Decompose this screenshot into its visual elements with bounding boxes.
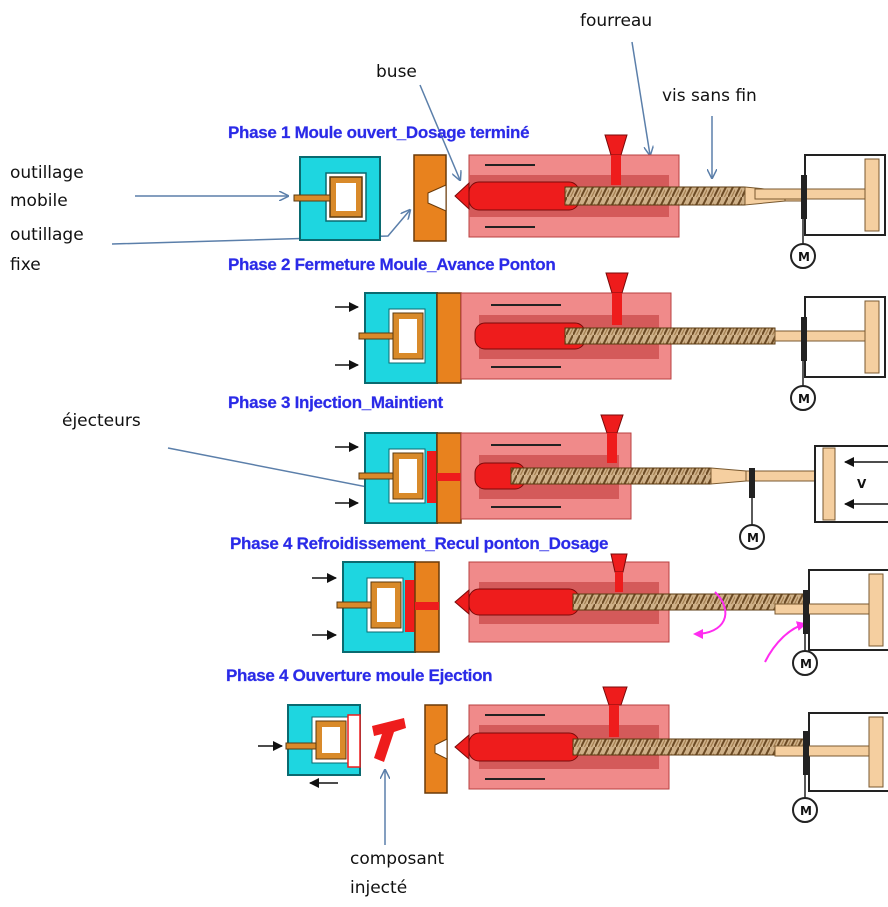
drive-unit: M (774, 296, 886, 411)
phase-3-title: Phase 3 Injection_Maintient (228, 393, 443, 412)
motor-icon (792, 797, 818, 823)
svg-text:M: M (798, 392, 810, 406)
phase-5-machine: M (258, 686, 888, 823)
barrel-unit (460, 414, 827, 520)
barrel-unit (454, 134, 806, 238)
fixed-plate (413, 154, 447, 242)
svg-text:M: M (800, 657, 812, 671)
label-buse: buse (376, 62, 417, 82)
label-vis-sans-fin: vis sans fin (662, 86, 757, 106)
phase-3-machine: M V (335, 414, 888, 550)
velocity-label: V (857, 477, 867, 491)
fixed-plate (424, 704, 448, 794)
rotation-arrow (764, 621, 807, 663)
fixed-plate (436, 432, 462, 524)
label-composant-1: composant (350, 849, 445, 869)
drive-unit: M (774, 712, 888, 823)
barrel-unit (460, 272, 776, 380)
label-outillage-mobile-2: mobile (10, 191, 68, 211)
phase-2-title: Phase 2 Fermeture Moule_Avance Ponton (228, 255, 555, 274)
phase-4-machine: M (312, 553, 888, 676)
label-outillage-mobile-1: outillage (10, 163, 84, 183)
phase-2-machine: M (335, 272, 886, 411)
fixed-plate (414, 561, 440, 653)
rotation-arrow (693, 591, 727, 639)
svg-text:M: M (747, 531, 759, 545)
moving-mold (358, 292, 438, 384)
phase-1-machine: M (293, 134, 886, 269)
svg-text:M: M (798, 250, 810, 264)
callout-line-buse (419, 84, 460, 180)
moving-mold (293, 156, 381, 241)
motor-icon (792, 650, 818, 676)
motor-icon (739, 524, 765, 550)
motor-icon (790, 243, 816, 269)
phase-5-title: Phase 4 Ouverture moule Ejection (226, 666, 492, 685)
moving-mold (285, 704, 361, 776)
label-ejecteurs: éjecteurs (62, 411, 141, 431)
svg-text:M: M (800, 804, 812, 818)
drive-unit: M (774, 569, 888, 676)
moving-mold (358, 432, 438, 524)
callout-line-outillage-fixe (111, 210, 410, 245)
callout-line-fourreau (631, 41, 650, 155)
label-fourreau: fourreau (580, 11, 652, 31)
label-outillage-fixe-1: outillage (10, 225, 84, 245)
ejected-part (372, 718, 406, 762)
label-outillage-fixe-2: fixe (10, 255, 41, 275)
drive-unit: M (754, 154, 886, 269)
fixed-plate (436, 292, 462, 384)
barrel-unit (454, 553, 814, 663)
phase-1-title: Phase 1 Moule ouvert_Dosage terminé (228, 123, 529, 142)
label-composant-2: injecté (350, 878, 407, 898)
drive-unit: M V (739, 445, 888, 550)
barrel-unit (454, 686, 814, 790)
phase-4-title: Phase 4 Refroidissement_Recul ponton_Dos… (230, 534, 608, 553)
motor-icon (790, 385, 816, 411)
moving-mold (336, 561, 416, 653)
